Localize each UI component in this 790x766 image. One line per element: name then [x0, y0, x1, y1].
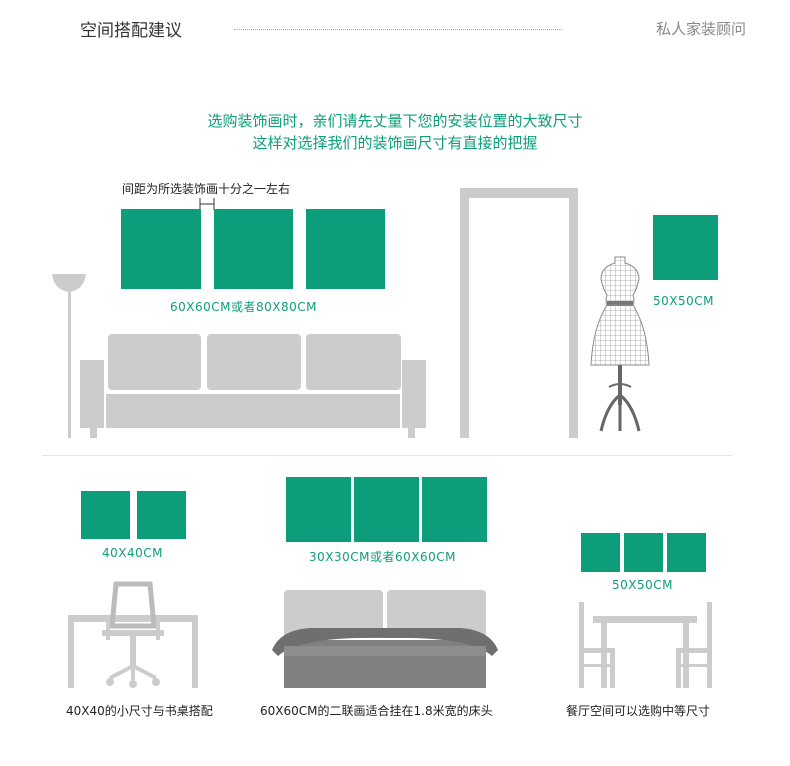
bedroom-painting-1: [286, 477, 351, 542]
section-divider: [42, 455, 732, 456]
study-painting-1: [81, 491, 130, 539]
study-caption: 40X40的小尺寸与书桌搭配: [66, 704, 213, 718]
spacing-note: 间距为所选装饰画十分之一左右: [122, 182, 291, 196]
bedroom-painting-2: [354, 477, 419, 542]
sofa-painting-3: [306, 209, 385, 289]
door-frame-icon: [460, 188, 578, 438]
bedroom-caption: 60X60CM的二联画适合挂在1.8米宽的床头: [260, 704, 493, 718]
study-painting-2: [137, 491, 186, 539]
dining-painting-3: [667, 533, 706, 572]
bedroom-size-label: 30X30CM或者60X60CM: [309, 550, 456, 564]
entry-painting: [653, 215, 718, 280]
header-divider: [234, 29, 562, 30]
dining-painting-2: [624, 533, 663, 572]
spacing-marker-icon: [199, 198, 215, 210]
dining-caption: 餐厅空间可以选购中等尺寸: [566, 704, 711, 718]
dining-painting-1: [581, 533, 620, 572]
sofa-painting-2: [214, 209, 293, 289]
desk-chair-icon: [68, 581, 198, 688]
dining-size-label: 50X50CM: [612, 578, 673, 592]
dining-set-icon: [579, 602, 712, 688]
floor-lamp-icon: [52, 274, 86, 438]
bed-icon: [272, 590, 498, 688]
intro-line-1: 选购装饰画时，亲们请先丈量下您的安装位置的大致尺寸: [207, 112, 583, 130]
sofa-icon: [80, 334, 426, 438]
header-right-label: 私人家装顾问: [656, 20, 747, 38]
sofa-painting-1: [121, 209, 201, 289]
entry-size-label: 50X50CM: [653, 294, 714, 308]
bedroom-painting-3: [422, 477, 487, 542]
study-size-label: 40X40CM: [102, 546, 163, 560]
page-title: 空间搭配建议: [80, 21, 182, 41]
sofa-size-label: 60X60CM或者80X80CM: [170, 300, 317, 314]
mannequin-icon: [590, 256, 650, 432]
intro-line-2: 这样对选择我们的装饰画尺寸有直接的把握: [252, 134, 538, 152]
